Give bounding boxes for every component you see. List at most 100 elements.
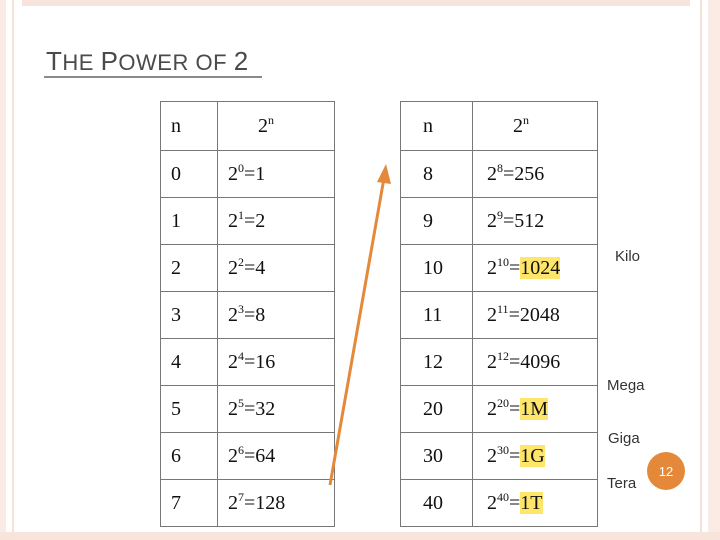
- exponent: 20: [497, 395, 509, 410]
- result: 512: [514, 209, 545, 232]
- title-p: P: [100, 46, 119, 76]
- result: 256: [514, 162, 545, 185]
- equals: =: [509, 256, 521, 279]
- exponent: 30: [497, 442, 509, 457]
- base: 2: [487, 162, 497, 185]
- result-highlighted: 1T: [520, 491, 543, 514]
- cell-power: 21=2: [217, 197, 335, 245]
- exponent: 12: [497, 348, 509, 363]
- base: 2: [228, 491, 238, 514]
- title-underline: [44, 76, 262, 78]
- page-number-badge: 12: [647, 452, 685, 490]
- cell-power: 22=4: [217, 244, 335, 292]
- arrow-shaft: [328, 177, 386, 486]
- cell-power: 29=512: [472, 197, 598, 245]
- title-of: OF: [195, 50, 228, 75]
- cell-power: 24=16: [217, 338, 335, 386]
- result: =16: [244, 350, 276, 373]
- exponent: 2: [238, 254, 244, 269]
- cell-power: 27=128: [217, 479, 335, 527]
- base: 2: [228, 397, 238, 420]
- unit-label-kilo: Kilo: [615, 248, 641, 265]
- result: =2: [244, 209, 266, 232]
- table-header-row: n 2n: [160, 101, 335, 151]
- cell-n: 30: [400, 432, 473, 480]
- cell-n: 2: [160, 244, 218, 292]
- result: 4096: [520, 350, 561, 373]
- base: 2: [228, 256, 238, 279]
- title-t: T: [46, 46, 63, 76]
- equals: =: [503, 209, 515, 232]
- cell-n: 9: [400, 197, 473, 245]
- base: 2: [487, 397, 497, 420]
- arrow-head: [377, 164, 391, 184]
- cell-power: 28=256: [472, 150, 598, 198]
- exponent: 7: [238, 489, 244, 504]
- base: 2: [487, 350, 497, 373]
- base: 2: [487, 444, 497, 467]
- result: =4: [244, 256, 266, 279]
- base: 2: [487, 303, 497, 326]
- cell-n: 20: [400, 385, 473, 433]
- cell-power: 211=2048: [472, 291, 598, 339]
- cell-power: 23=8: [217, 291, 335, 339]
- exponent: 4: [238, 348, 244, 363]
- result: 2048: [519, 303, 560, 326]
- equals: =: [503, 162, 515, 185]
- cell-n: 0: [160, 150, 218, 198]
- exponent: 10: [497, 254, 509, 269]
- result-highlighted: 1024: [520, 256, 561, 279]
- cell-power: 212=4096: [472, 338, 598, 386]
- result: =8: [244, 303, 266, 326]
- base: 2: [228, 350, 238, 373]
- cell-n: 7: [160, 479, 218, 527]
- exponent: 40: [497, 489, 509, 504]
- base: 2: [487, 209, 497, 232]
- frame-right-border: [690, 0, 720, 540]
- slide-title: THE POWER OF 2: [46, 46, 249, 77]
- header-base: 2: [258, 114, 268, 137]
- cell-n: 12: [400, 338, 473, 386]
- unit-label-tera: Tera: [607, 475, 637, 492]
- cell-power: 230=1G: [472, 432, 598, 480]
- header-power: 2n: [472, 101, 598, 151]
- cell-n: 5: [160, 385, 218, 433]
- title-number: 2: [233, 46, 249, 76]
- table-header-row: n 2n: [400, 101, 598, 151]
- equals: =: [508, 303, 520, 326]
- cell-n: 1: [160, 197, 218, 245]
- header-exp: n: [523, 112, 529, 127]
- base: 2: [487, 491, 497, 514]
- base: 2: [228, 444, 238, 467]
- header-exp: n: [268, 112, 274, 127]
- header-n: n: [400, 101, 473, 151]
- cell-power: 20=1: [217, 150, 335, 198]
- exponent: 6: [238, 442, 244, 457]
- cell-power: 240=1T: [472, 479, 598, 527]
- frame-top-border: [0, 0, 720, 6]
- exponent: 3: [238, 301, 244, 316]
- cell-power: 26=64: [217, 432, 335, 480]
- base: 2: [487, 256, 497, 279]
- exponent: 11: [497, 301, 509, 316]
- cell-n: 11: [400, 291, 473, 339]
- exponent: 0: [238, 160, 244, 175]
- continuation-arrow-icon: [328, 164, 391, 486]
- result-highlighted: 1M: [520, 397, 549, 420]
- cell-power: 220=1M: [472, 385, 598, 433]
